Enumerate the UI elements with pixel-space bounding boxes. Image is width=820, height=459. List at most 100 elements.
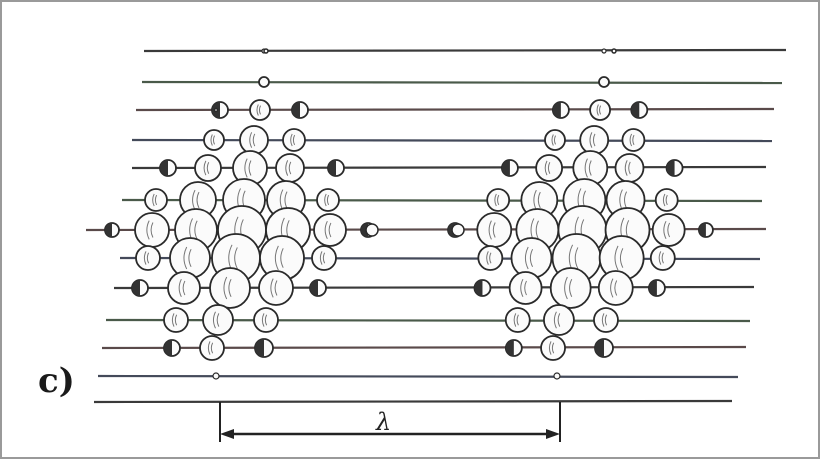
particle — [486, 188, 511, 212]
particle — [213, 107, 219, 113]
particle-line — [141, 80, 783, 85]
particle — [249, 99, 271, 121]
particle — [510, 237, 553, 279]
particle — [579, 125, 610, 155]
particle-shading — [488, 220, 496, 240]
particle-shadow — [105, 223, 112, 237]
particle-shading — [589, 132, 596, 148]
particle-shading — [249, 132, 256, 148]
particle-shading — [614, 245, 624, 271]
particle-shading — [486, 251, 492, 265]
particle-shading — [596, 104, 602, 116]
particle — [451, 223, 465, 237]
particle-shadow — [164, 340, 172, 356]
particle-shading — [324, 220, 332, 240]
particle-shading — [178, 278, 186, 298]
particle-shading — [223, 276, 232, 300]
particle — [504, 307, 531, 333]
particle-shadow — [255, 339, 264, 357]
particle-shadow — [501, 160, 510, 176]
particle-line — [97, 374, 739, 379]
particle-shading — [146, 220, 154, 240]
particle-shadow — [328, 160, 336, 176]
particle-shading — [324, 193, 330, 207]
particle-shading — [285, 160, 292, 176]
particle — [649, 245, 676, 271]
particle — [598, 76, 610, 88]
particle — [203, 129, 225, 151]
particle-shading — [244, 158, 252, 178]
particle — [593, 307, 619, 333]
particles — [104, 48, 714, 380]
particle — [144, 188, 168, 212]
particle — [589, 99, 611, 121]
particle-shading — [207, 341, 214, 355]
particle — [258, 270, 294, 306]
particle — [316, 188, 340, 212]
particle — [614, 153, 645, 183]
particle-shading — [548, 341, 555, 355]
particle — [544, 129, 566, 151]
particle — [167, 271, 201, 305]
particle — [202, 304, 234, 336]
particle — [311, 245, 337, 271]
particle — [282, 128, 306, 152]
particle-shading — [261, 313, 268, 327]
particle-shading — [564, 276, 573, 300]
particle-shading — [274, 245, 284, 271]
particle-shadow — [631, 102, 640, 118]
particle — [654, 188, 679, 212]
particle — [199, 335, 225, 361]
particle — [621, 128, 646, 152]
particle-shading — [203, 160, 210, 176]
particle-shading — [290, 133, 296, 147]
particle-shadow — [310, 280, 318, 296]
particle-shadow — [595, 339, 604, 357]
particle — [275, 153, 305, 183]
particle — [169, 237, 211, 279]
particle-shading — [584, 158, 592, 178]
particle-line — [131, 138, 773, 143]
particle — [194, 154, 222, 182]
particle-line — [101, 345, 747, 350]
particle — [611, 48, 617, 54]
particle-shading — [319, 251, 326, 265]
particle-shading — [210, 134, 216, 146]
particle-shadow — [552, 102, 561, 118]
particle-line — [135, 107, 775, 112]
particle — [365, 223, 379, 237]
particle-shadow — [505, 340, 514, 356]
particle — [553, 372, 561, 380]
particle — [239, 125, 269, 155]
particle-shading — [524, 246, 534, 270]
particle-line — [93, 399, 733, 404]
particle-shading — [212, 311, 220, 329]
particle-shadow — [160, 160, 168, 176]
particle — [601, 48, 607, 54]
particle-shading — [658, 251, 664, 265]
particle — [477, 245, 504, 271]
dimension-arrow-right — [546, 429, 560, 439]
particle — [212, 372, 220, 380]
particle — [134, 212, 170, 248]
particle — [535, 154, 564, 182]
particle — [508, 271, 543, 305]
particle-shading — [624, 160, 631, 176]
particle-shading — [513, 313, 519, 327]
particle-shading — [663, 220, 671, 240]
particle-shadow — [292, 102, 300, 118]
particle-shadow — [474, 280, 483, 296]
particle — [253, 307, 279, 333]
particle-shadow — [698, 223, 706, 237]
particle-shading — [152, 193, 158, 207]
particle — [543, 304, 575, 336]
particle-shading — [551, 134, 557, 146]
particle-shading — [662, 193, 668, 207]
particle-shading — [553, 311, 561, 329]
particle-line — [143, 48, 787, 53]
particle — [209, 267, 251, 309]
particle — [163, 307, 189, 333]
particle-shading — [494, 193, 500, 207]
particle-shading — [143, 251, 150, 265]
